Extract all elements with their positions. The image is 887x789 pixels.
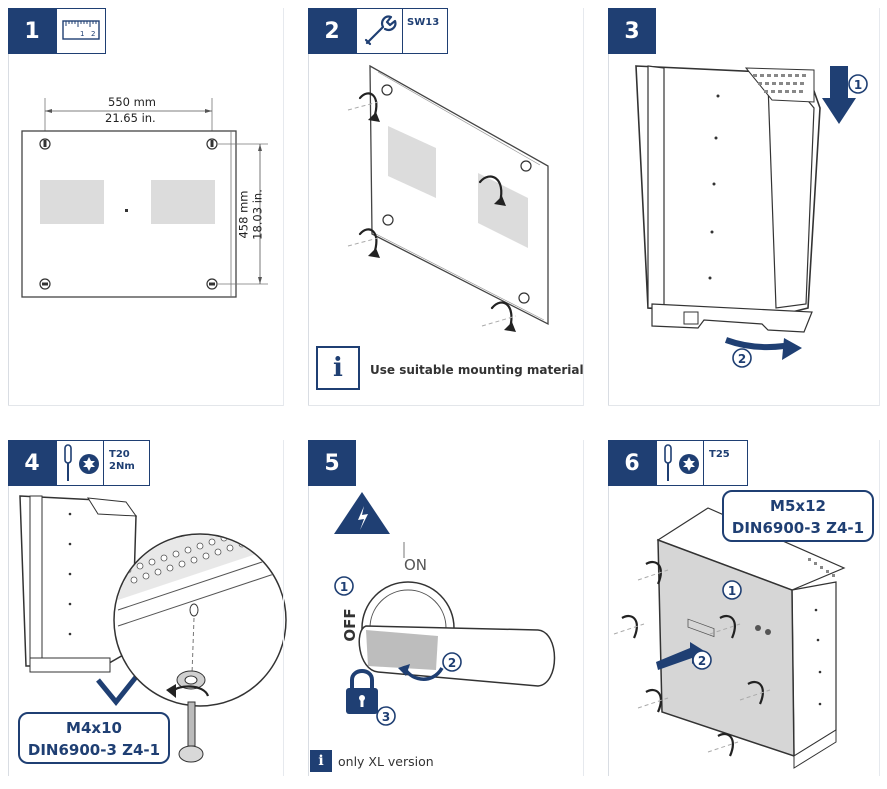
- callout-2: 2: [448, 656, 456, 670]
- callout-3: 3: [382, 710, 390, 724]
- torque-bit-label: T20: [109, 449, 130, 460]
- tool-size-label: T25: [709, 449, 730, 460]
- screw-spec-label: M4x10 DIN6900-3 Z4-1: [18, 712, 170, 764]
- ruler-mark-1: 1: [80, 30, 84, 38]
- step-6-panel: 6 T25: [608, 440, 880, 776]
- step-number: 6: [608, 440, 656, 486]
- ruler-tool-box: 1 2: [56, 8, 106, 54]
- step-number: 1: [8, 8, 56, 54]
- step-number: 4: [8, 440, 56, 486]
- xl-version-note: only XL version: [338, 754, 434, 769]
- tool-size-label: SW13: [407, 17, 440, 28]
- height-in-label: 18.03 in.: [250, 189, 265, 240]
- panel-divider: [608, 405, 880, 406]
- mounting-plate-drawing: [21, 98, 268, 298]
- step-3-panel: 3 1 2: [608, 8, 880, 406]
- ruler-mark-2: 2: [91, 30, 95, 38]
- disconnect-switch-drawing: 1 2 3: [334, 542, 556, 726]
- tool-divider: [703, 441, 705, 485]
- callout-1: 1: [340, 580, 348, 594]
- callout-2: 2: [698, 654, 706, 668]
- screw-standard: DIN6900-3 Z4-1: [27, 741, 161, 759]
- tool-divider: [402, 9, 404, 53]
- screw-size: M4x10: [66, 719, 122, 737]
- torque-value-label: 2Nm: [109, 461, 135, 472]
- step-1-panel: 1 1 2: [8, 8, 284, 406]
- callout-1: 1: [728, 584, 736, 598]
- step-number: 3: [608, 8, 656, 54]
- screw-spec-label: M5x12 DIN6900-3 Z4-1: [722, 490, 874, 542]
- width-mm-label: 550 mm: [108, 95, 157, 109]
- screwdriver-icon: [664, 444, 672, 481]
- cover-mounting-drawing: 1 2: [613, 507, 846, 769]
- torx-tool-box: T25: [656, 440, 748, 486]
- step-number: 5: [308, 440, 356, 486]
- ruler-icon: 1 2: [62, 20, 100, 40]
- width-in-label: 21.65 in.: [105, 111, 156, 125]
- callout-2: 2: [738, 352, 746, 366]
- screw-standard: DIN6900-3 Z4-1: [731, 519, 865, 537]
- step-5-panel: 5 1 2 3 ON OFF i only XL version: [308, 440, 584, 776]
- step-number: 2: [308, 8, 356, 54]
- torx-tool-box: T20 2Nm: [56, 440, 150, 486]
- callout-1: 1: [854, 78, 862, 92]
- torx-icon: [79, 454, 99, 474]
- high-voltage-warning-icon: [334, 492, 390, 534]
- info-icon-small: i: [310, 750, 332, 772]
- panel-divider: [8, 405, 284, 406]
- wall-mounting-drawing: [347, 64, 549, 332]
- mounting-note: Use suitable mounting material: [370, 363, 584, 377]
- panel-divider: [308, 405, 584, 406]
- step-2-panel: 2 SW13 i Use suit: [308, 8, 584, 406]
- wrench-tool-box: SW13: [356, 8, 448, 54]
- info-icon: i: [316, 346, 360, 390]
- secure-screw-drawing: [19, 495, 287, 763]
- screw-size: M5x12: [770, 497, 826, 515]
- step-4-panel: 4 T20 2Nm: [8, 440, 287, 776]
- height-mm-label: 458 mm: [236, 190, 251, 239]
- hang-device-drawing: 1 2: [635, 65, 868, 368]
- switch-off-label: OFF: [341, 608, 359, 642]
- tool-divider: [103, 441, 105, 485]
- torx-icon: [679, 454, 699, 474]
- screwdriver-icon: [64, 444, 72, 481]
- wrench-icon: [364, 15, 397, 46]
- switch-on-label: ON: [404, 556, 428, 574]
